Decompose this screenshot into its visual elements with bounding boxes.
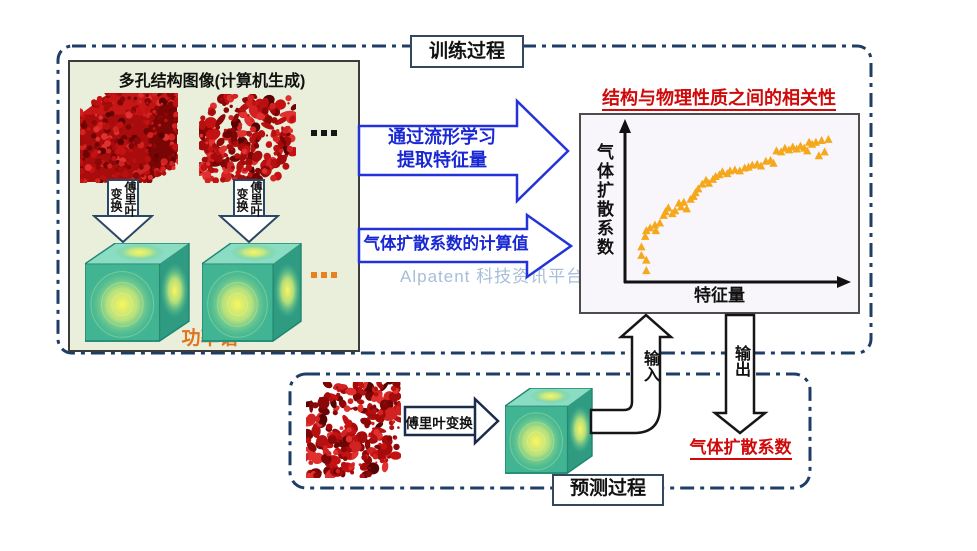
fourier-label-col-left-1: 变换 — [109, 188, 123, 212]
prediction-box-border — [288, 372, 812, 490]
output-label: 输出 — [732, 345, 749, 377]
chart-title: 结构与物理性质之间的相关性 — [578, 84, 860, 111]
scatter-plot-panel: 气体扩散系数 特征量 — [579, 113, 860, 314]
power-spectrum-cube-2 — [202, 243, 302, 342]
manifold-arrow-label: 通过流形学习 提取特征量 — [362, 126, 522, 172]
y-axis-label: 气体扩散系数 — [594, 143, 613, 257]
porous-panel-title: 多孔结构图像(计算机生成) — [118, 73, 306, 90]
porous-structure-image-2 — [199, 94, 296, 183]
watermark: Alpatent 科技资讯平台 — [400, 267, 585, 286]
input-bent-arrow — [589, 313, 675, 435]
ellipsis-icon-orange — [311, 272, 337, 278]
fourier-transform-label: 傅里叶变换 — [405, 416, 473, 431]
scatter-plot — [619, 119, 851, 288]
manifold-arrow-line1: 通过流形学习 — [388, 127, 496, 147]
prediction-process-text: 预测过程 — [569, 478, 646, 499]
fourier-horizontal-arrow — [403, 396, 500, 446]
fourier-label-col-right-1: 傅里叶 — [123, 181, 137, 217]
fourier-label-col-right-2: 傅里叶 — [249, 181, 263, 217]
training-process-label: 训练过程 — [410, 35, 524, 68]
prediction-process-label: 预测过程 — [552, 474, 664, 506]
power-spectrum-cube-1 — [85, 243, 190, 342]
manifold-learning-arrow — [357, 98, 570, 204]
porous-structure-image-prediction — [306, 382, 401, 478]
x-axis-label: 特征量 — [694, 286, 745, 305]
diffusion-arrow-label: 气体扩散系数的计算值 — [363, 235, 529, 253]
output-value: 气体扩散系数 — [658, 433, 823, 460]
fourier-down-arrow-1 — [92, 179, 154, 244]
input-label: 输入 — [641, 350, 658, 382]
diffusion-coefficient-arrow — [357, 212, 574, 280]
manifold-arrow-line2: 提取特征量 — [397, 150, 487, 170]
power-spectrum-cube-prediction — [505, 388, 593, 474]
output-arrow — [711, 313, 769, 435]
training-process-text: 训练过程 — [428, 41, 505, 62]
fourier-down-arrow-2 — [218, 179, 280, 244]
porous-structure-image-1 — [80, 93, 178, 183]
fourier-label-col-left-2: 变换 — [235, 188, 249, 212]
ellipsis-icon — [311, 130, 337, 136]
